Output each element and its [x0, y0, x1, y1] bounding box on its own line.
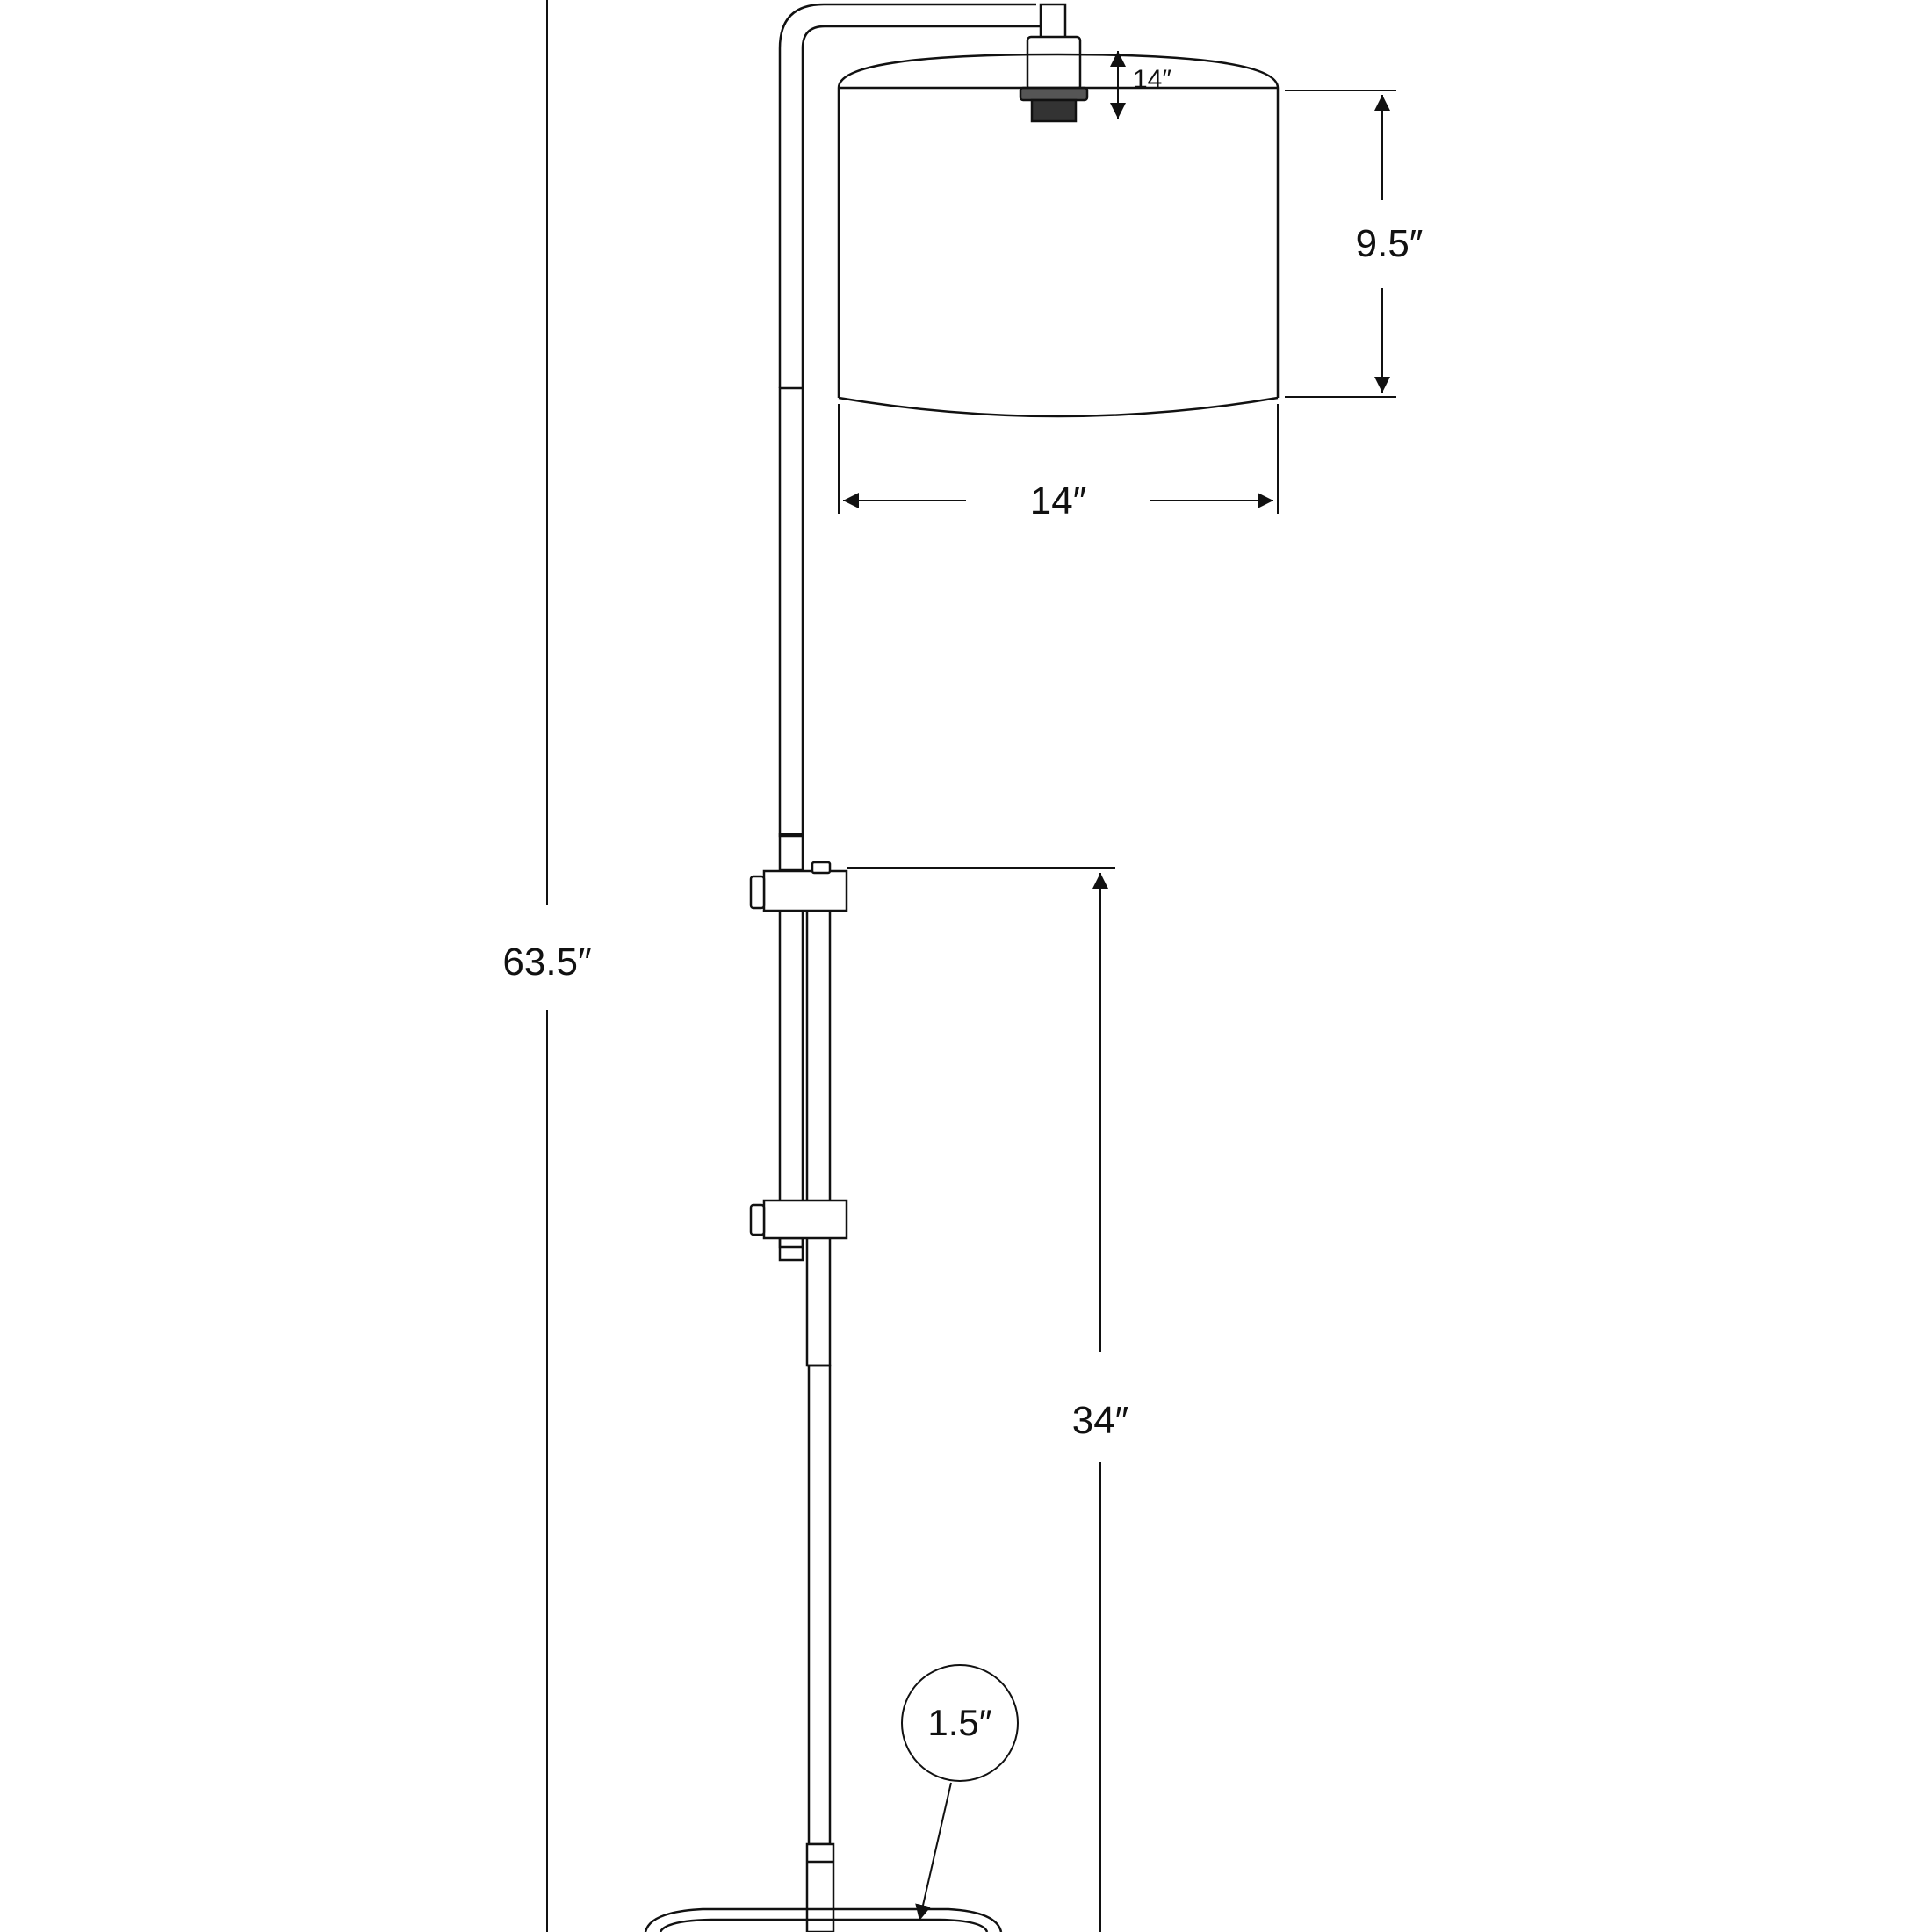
base-outer-edge	[644, 1907, 1003, 1932]
adjustable-height-label: 34″	[1072, 1399, 1129, 1442]
pole-upper-segment	[778, 386, 804, 838]
pole-arc-outer	[778, 3, 1036, 388]
pole-joint-upper	[778, 833, 804, 871]
shade-bottom-curve	[838, 396, 1279, 418]
shade-height-dimension	[1285, 90, 1396, 398]
lower-clamp-body	[762, 1199, 848, 1240]
shade-width-dimension	[838, 404, 1279, 514]
base-thickness-label: 1.5″	[927, 1702, 991, 1743]
adjustable-height-dimension	[847, 867, 1115, 1932]
base-thickness-callout: 1.5″	[901, 1664, 1019, 1921]
base-thickness-bubble	[901, 1664, 1019, 1782]
lamp-base	[644, 1907, 1003, 1932]
pole-lower-segment	[807, 1364, 832, 1846]
shade-width-label: 14″	[1030, 479, 1087, 523]
lamp-shade	[837, 53, 1280, 418]
base-thickness-leader	[915, 1782, 952, 1921]
socket-body	[1026, 35, 1082, 91]
lower-clamp-knob	[749, 1203, 766, 1236]
lamp-socket	[1019, 3, 1089, 123]
upper-clamp-cap	[811, 861, 832, 875]
socket-drop-dimension: 14″	[1110, 51, 1171, 119]
upper-clamp-knob	[749, 875, 766, 910]
pole-clamp-section	[778, 907, 804, 1249]
upper-clamp-body	[762, 869, 848, 912]
socket-ring	[1019, 86, 1089, 102]
sliding-tube	[805, 907, 832, 1367]
base-inner-edge	[659, 1918, 989, 1932]
overall-height-label: 63.5″	[502, 941, 591, 984]
upper-clamp	[749, 861, 848, 912]
socket-drop-label: 14″	[1133, 65, 1171, 94]
shade-top-ellipse	[837, 53, 1280, 89]
pole-clamp-tail	[778, 1236, 804, 1262]
overall-height-dimension: 63.5″	[502, 0, 592, 1932]
lower-clamp	[749, 1199, 848, 1240]
socket-base	[1030, 98, 1078, 123]
socket-stem	[1039, 3, 1067, 41]
lamp-pole	[778, 3, 1045, 1932]
base-collar	[805, 1842, 835, 1932]
shade-height-label: 9.5″	[1356, 222, 1424, 265]
pole-arc-inner	[801, 25, 1045, 388]
